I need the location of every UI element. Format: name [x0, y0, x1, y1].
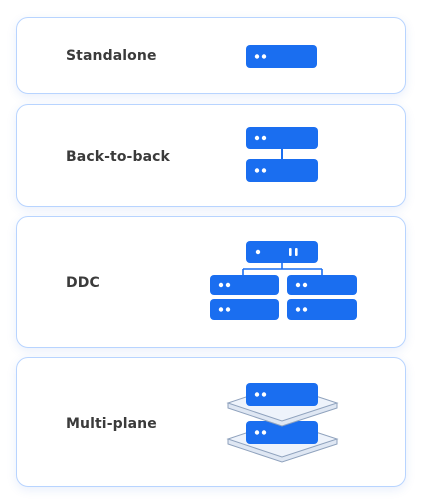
- server-unit: [246, 421, 318, 444]
- server-led: [254, 168, 260, 173]
- topology-label-multi-plane: Multi-plane: [66, 416, 157, 432]
- server-led: [261, 54, 267, 59]
- topology-label-ddc: DDC: [66, 275, 100, 291]
- server-led: [218, 282, 224, 288]
- server-led: [295, 248, 298, 256]
- topology-card-standalone[interactable]: Standalone: [16, 17, 406, 94]
- two-servers-linked-icon: [246, 127, 318, 182]
- server-led: [295, 282, 301, 288]
- spine-server: [246, 241, 318, 263]
- server-led: [261, 392, 267, 397]
- server-led: [225, 282, 231, 288]
- topology-card-ddc[interactable]: DDC: [16, 216, 406, 348]
- topology-label-standalone: Standalone: [66, 48, 157, 64]
- leaf-server: [210, 299, 279, 320]
- server-unit: [246, 159, 318, 182]
- server-led: [295, 307, 301, 312]
- topology-card-multi-plane[interactable]: Multi-plane: [16, 357, 406, 487]
- server-unit: [246, 383, 318, 406]
- topology-card-back-to-back[interactable]: Back-to-back: [16, 104, 406, 207]
- server-led: [261, 430, 267, 435]
- server-led: [261, 168, 267, 173]
- leaf-server: [287, 275, 357, 295]
- server-unit: [246, 45, 317, 68]
- single-server-icon: [246, 45, 317, 68]
- server-led: [302, 307, 308, 312]
- leaf-server: [210, 275, 279, 295]
- stacked-planes-servers-icon: [226, 383, 339, 463]
- server-led: [261, 135, 267, 141]
- topology-label-back-to-back: Back-to-back: [66, 149, 170, 165]
- server-led: [255, 249, 261, 255]
- server-led: [289, 248, 292, 256]
- server-led: [254, 392, 260, 397]
- server-led: [218, 307, 224, 312]
- server-led: [225, 307, 231, 312]
- server-tree-icon: [210, 241, 357, 320]
- server-unit: [246, 127, 318, 149]
- server-led: [254, 430, 260, 435]
- leaf-server: [287, 299, 357, 320]
- server-led: [302, 282, 308, 288]
- server-led: [254, 54, 260, 59]
- server-led: [254, 135, 260, 141]
